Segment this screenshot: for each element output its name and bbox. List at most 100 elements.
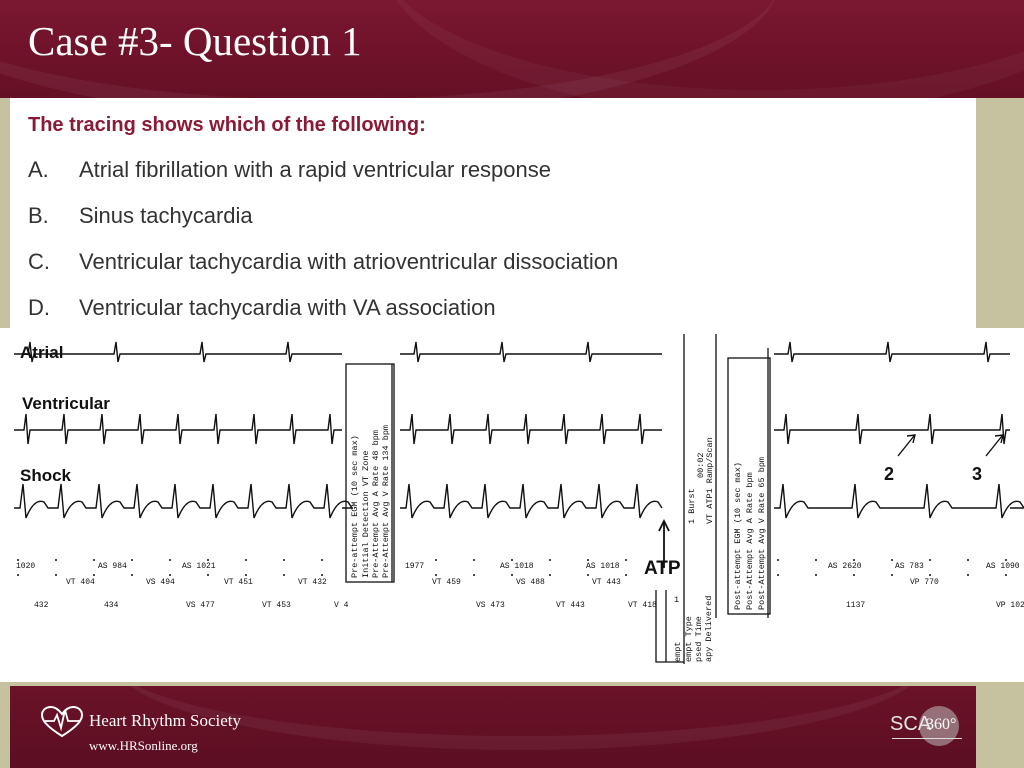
mid-box-line: 00:02 <box>696 452 706 478</box>
marker-tick <box>435 559 437 561</box>
marker-annotation: AS 984 <box>98 562 127 571</box>
marker-tick <box>473 559 475 561</box>
marker-tick <box>207 574 209 576</box>
marker-tick <box>853 559 855 561</box>
marker-annotation: VP 770 <box>910 578 939 587</box>
marker-tick <box>207 559 209 561</box>
marker-annotation: VT 459 <box>432 578 461 587</box>
answer-options: A. Atrial fibrillation with a rapid ventr… <box>28 157 618 341</box>
shock-waveform <box>14 483 354 519</box>
marker-tick <box>511 574 513 576</box>
option-a: A. Atrial fibrillation with a rapid ventr… <box>28 157 618 203</box>
marker-tick <box>853 574 855 576</box>
marker-annotation: VT 453 <box>262 601 291 610</box>
ecg-tracing: Atrial Ventricular Shock ATP 2 3 Pre-att… <box>0 328 1024 682</box>
channel-label-ventricular: Ventricular <box>22 394 110 413</box>
ventricular-waveform <box>774 413 1010 445</box>
ecg-tracing-image: Atrial Ventricular Shock ATP 2 3 Pre-att… <box>14 334 1024 664</box>
atp-label: ATP <box>644 558 681 579</box>
marker-tick <box>891 559 893 561</box>
marker-tick <box>55 559 57 561</box>
option-b: B. Sinus tachycardia <box>28 203 618 249</box>
marker-annotation: 434 <box>104 601 119 610</box>
marker-annotation: 432 <box>34 601 49 610</box>
marker-annotation: VT 418 <box>628 601 657 610</box>
post-box-line: Post-Attempt Avg V Rate 65 bpm <box>757 457 767 610</box>
marker-annotation: VS 488 <box>516 578 545 587</box>
marker-annotation: AS 783 <box>895 562 924 571</box>
shock-waveform <box>400 483 663 519</box>
marker-tick <box>283 574 285 576</box>
atrial-waveform <box>14 341 342 363</box>
sca-logo-text: SCA <box>890 713 932 735</box>
marker-tick <box>321 559 323 561</box>
question-text: The tracing shows which of the following… <box>28 114 426 136</box>
slide-title: Case #3- Question 1 <box>28 18 362 64</box>
slide-footer <box>0 682 1024 768</box>
marker-tick <box>815 559 817 561</box>
option-text: Ventricular tachycardia with VA associat… <box>79 295 496 320</box>
marker-annotation: VT 443 <box>592 578 621 587</box>
ventricular-waveform <box>400 413 662 445</box>
pre-box-line: Pre-attempt EGM (10 sec max) <box>350 435 360 578</box>
marker-tick <box>1005 559 1007 561</box>
marker-tick <box>321 574 323 576</box>
marker-annotation: VS 494 <box>146 578 175 587</box>
mid-box-lower-line: psed Time <box>694 616 704 662</box>
marker-annotation: AS 1090 <box>986 562 1020 571</box>
atrial-waveform <box>400 341 662 363</box>
marker-tick <box>625 559 627 561</box>
channel-label-atrial: Atrial <box>20 343 63 362</box>
marker-tick <box>473 574 475 576</box>
option-text: Ventricular tachycardia with atrioventri… <box>79 249 619 274</box>
marker-annotation: VT 451 <box>224 578 253 587</box>
marker-tick <box>93 559 95 561</box>
arrow-label-2: 2 <box>884 464 894 484</box>
marker-annotation: 1977 <box>405 562 424 571</box>
marker-tick <box>967 574 969 576</box>
marker-tick <box>55 574 57 576</box>
pre-box-line: Pre-Attempt Avg V Rate 134 bpm <box>381 425 391 578</box>
slide-header <box>0 0 1024 98</box>
marker-annotation: VS 473 <box>476 601 505 610</box>
mid-box-lower-line: empt <box>673 642 683 662</box>
marker-annotation: VT 432 <box>298 578 327 587</box>
mid-box-lower-line: apy Delivered <box>704 596 714 662</box>
footer-band <box>10 686 976 768</box>
marker-tick <box>17 574 19 576</box>
marker-annotation: 1137 <box>846 601 865 610</box>
mid-box-line: 1 Burst <box>687 488 697 524</box>
footer-org-name: Heart Rhythm Society <box>89 711 242 730</box>
marker-tick <box>435 574 437 576</box>
marker-tick <box>587 574 589 576</box>
option-text: Sinus tachycardia <box>79 203 253 228</box>
marker-tick <box>131 574 133 576</box>
marker-tick <box>169 559 171 561</box>
option-c: C. Ventricular tachycardia with atriovent… <box>28 249 618 295</box>
marker-tick <box>1005 574 1007 576</box>
pre-box-line: Initial Detection VT Zone <box>361 450 371 578</box>
marker-tick <box>625 574 627 576</box>
marker-tick <box>511 559 513 561</box>
marker-tick <box>967 559 969 561</box>
marker-annotation: VT 404 <box>66 578 95 587</box>
marker-annotation: V 4 <box>334 601 349 610</box>
left-accent-strip <box>0 98 10 328</box>
option-text: Atrial fibrillation with a rapid ventric… <box>79 157 551 182</box>
marker-tick <box>777 574 779 576</box>
option-letter: D. <box>28 295 50 320</box>
heart-rhythm-society-logo-icon <box>40 706 84 738</box>
option-letter: C. <box>28 249 50 274</box>
marker-tick <box>587 559 589 561</box>
channel-label-shock: Shock <box>20 466 72 485</box>
footer-url: www.HRSonline.org <box>89 738 198 753</box>
pre-attempt-box <box>345 363 395 583</box>
option-letter: A. <box>28 157 49 182</box>
marker-tick <box>929 559 931 561</box>
sca-logo-underline <box>892 738 962 739</box>
marker-tick <box>131 559 133 561</box>
marker-annotation: AS 2620 <box>828 562 862 571</box>
marker-tick <box>17 559 19 561</box>
pre-box-line: Pre-Attempt Avg A Rate 48 bpm <box>371 430 381 578</box>
option-letter: B. <box>28 203 49 228</box>
